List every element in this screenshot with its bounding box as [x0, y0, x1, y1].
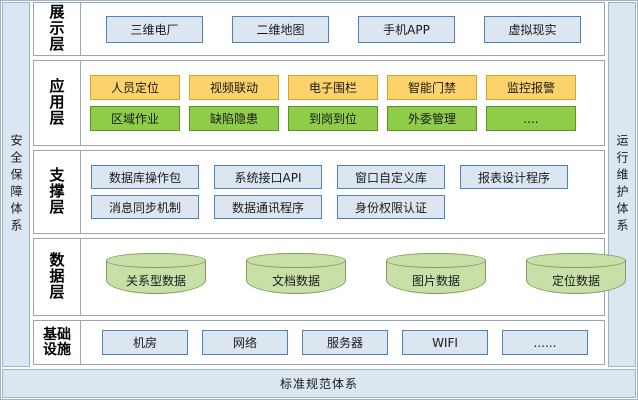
layer-support-body: 数据库操作包 系统接口API 窗口自定义库 报表设计程序 消息同步机制 数据通讯… [81, 151, 604, 233]
cylinder-top-icon [386, 253, 486, 268]
node-smart-access-control[interactable]: 智能门禁 [387, 75, 477, 100]
layer-infrastructure-body: 机房 网络 服务器 WIFI ...... [81, 321, 604, 364]
node-system-interface-api[interactable]: 系统接口API [214, 165, 322, 189]
node-wifi[interactable]: WIFI [402, 330, 488, 355]
left-band-security-assurance: 安全保障体系 [2, 2, 30, 367]
node-more-infrastructure[interactable]: ...... [502, 330, 588, 355]
presentation-node-row: 三维电厂 二维地图 手机APP 虚拟现实 [81, 15, 604, 43]
node-virtual-reality[interactable]: 虚拟现实 [484, 15, 581, 43]
support-node-row-1: 数据库操作包 系统接口API 窗口自定义库 报表设计程序 [81, 165, 604, 189]
layer-application: 应用层 人员定位 视频联动 电子围栏 智能门禁 监控报警 区域作业 缺陷隐患 到… [33, 60, 605, 146]
layer-presentation: 展示层 三维电厂 二维地图 手机APP 虚拟现实 [33, 2, 605, 56]
layer-data-body: 关系型数据 文档数据 图片数据 定位数据 [81, 239, 626, 315]
application-node-row-1: 人员定位 视频联动 电子围栏 智能门禁 监控报警 [81, 75, 604, 100]
node-relational-data-label: 关系型数据 [125, 273, 186, 288]
node-outsourcing-management[interactable]: 外委管理 [387, 106, 477, 131]
right-band-operations-maintenance: 运行维护体系 [608, 2, 636, 367]
layer-infrastructure: 基础设施 机房 网络 服务器 WIFI ...... [33, 320, 605, 365]
data-node-row: 关系型数据 文档数据 图片数据 定位数据 [81, 253, 626, 301]
bottom-band-label: 标准规范体系 [279, 377, 358, 391]
node-2d-map[interactable]: 二维地图 [232, 15, 329, 43]
layer-data: 数据层 关系型数据 文档数据 图片数据 [33, 238, 626, 316]
node-video-linkage[interactable]: 视频联动 [189, 75, 279, 100]
node-computer-room[interactable]: 机房 [102, 330, 188, 355]
node-document-data-label: 文档数据 [271, 273, 320, 288]
support-node-row-2: 消息同步机制 数据通讯程序 身份权限认证 [81, 195, 604, 219]
right-band-label: 运行维护体系 [615, 133, 629, 236]
node-database-operation-package[interactable]: 数据库操作包 [91, 165, 199, 189]
node-mobile-app[interactable]: 手机APP [358, 15, 455, 43]
node-area-operation[interactable]: 区域作业 [90, 106, 180, 131]
node-relational-data[interactable]: 关系型数据 [106, 253, 206, 301]
node-window-custom-library[interactable]: 窗口自定义库 [337, 165, 445, 189]
cylinder-top-icon [246, 253, 346, 268]
layer-application-label: 应用层 [34, 61, 81, 145]
node-document-data[interactable]: 文档数据 [246, 253, 346, 301]
layer-support: 支撑层 数据库操作包 系统接口API 窗口自定义库 报表设计程序 消息同步机制 … [33, 150, 605, 234]
node-report-design-program[interactable]: 报表设计程序 [460, 165, 568, 189]
node-image-data-label: 图片数据 [411, 273, 460, 288]
layer-application-body: 人员定位 视频联动 电子围栏 智能门禁 监控报警 区域作业 缺陷隐患 到岗到位 … [81, 61, 604, 145]
node-electronic-fence[interactable]: 电子围栏 [288, 75, 378, 100]
node-3d-power-plant[interactable]: 三维电厂 [106, 15, 203, 43]
node-personnel-positioning[interactable]: 人员定位 [90, 75, 180, 100]
layer-data-label: 数据层 [34, 239, 81, 315]
cylinder-top-icon [526, 253, 626, 268]
layer-presentation-label: 展示层 [34, 3, 81, 55]
node-image-data[interactable]: 图片数据 [386, 253, 486, 301]
layer-support-label: 支撑层 [34, 151, 81, 233]
node-defect-hazard[interactable]: 缺陷隐患 [189, 106, 279, 131]
infrastructure-node-row: 机房 网络 服务器 WIFI ...... [81, 330, 604, 355]
layer-infrastructure-label: 基础设施 [34, 321, 81, 364]
cylinder-top-icon [106, 253, 206, 268]
node-server[interactable]: 服务器 [302, 330, 388, 355]
node-location-data-label: 定位数据 [551, 273, 600, 288]
node-monitoring-alarm[interactable]: 监控报警 [486, 75, 576, 100]
layer-presentation-body: 三维电厂 二维地图 手机APP 虚拟现实 [81, 3, 604, 55]
node-identity-permission-auth[interactable]: 身份权限认证 [337, 195, 445, 219]
node-data-communication-program[interactable]: 数据通讯程序 [214, 195, 322, 219]
node-location-data[interactable]: 定位数据 [526, 253, 626, 301]
node-more-application[interactable]: .... [486, 106, 576, 131]
node-message-sync-mechanism[interactable]: 消息同步机制 [91, 195, 199, 219]
left-band-label: 安全保障体系 [9, 133, 23, 236]
node-on-duty-in-place[interactable]: 到岗到位 [288, 106, 378, 131]
application-node-row-2: 区域作业 缺陷隐患 到岗到位 外委管理 .... [81, 106, 604, 131]
bottom-band-standards-system: 标准规范体系 [2, 369, 636, 398]
node-network[interactable]: 网络 [202, 330, 288, 355]
